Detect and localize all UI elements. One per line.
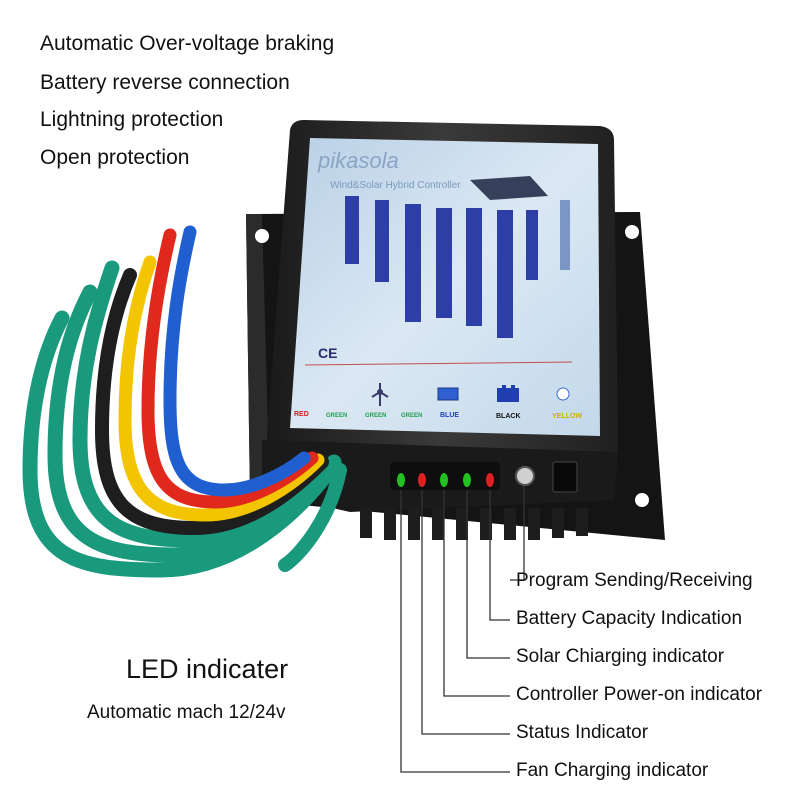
solar-charging-led — [463, 473, 471, 487]
callout-power-on: Controller Power-on indicator — [516, 684, 763, 705]
terminal-label-black: BLACK — [496, 413, 521, 420]
ce-mark: CE — [318, 345, 337, 361]
wire-black — [94, 268, 329, 536]
solar-panel-icon — [437, 387, 459, 401]
feature-lightning-protection: Lightning protection — [40, 108, 224, 131]
terminal-label-green-1: GREEN — [326, 413, 347, 419]
wire-green-inner — [72, 260, 342, 548]
feature-open-protection: Open protection — [40, 146, 190, 169]
callout-leader-lines — [400, 486, 525, 773]
led-indicator-title: LED indicater — [126, 654, 289, 684]
fan-charging-led — [397, 473, 405, 487]
leader-solar — [466, 490, 510, 659]
spec-strip — [497, 210, 513, 338]
terminal-label-red: RED — [294, 411, 309, 418]
wire-green-long — [278, 463, 347, 572]
mounting-hole — [625, 225, 639, 239]
leader-battery — [489, 490, 510, 621]
wire-blue — [163, 225, 311, 497]
callout-status: Status Indicator — [516, 722, 649, 743]
battery-capacity-led — [486, 473, 494, 487]
heatsink-fins — [360, 508, 588, 540]
spec-strip — [466, 208, 482, 326]
spec-strip — [560, 200, 570, 270]
terminal-label-yellow: YELLOW — [552, 413, 582, 420]
terminal-label-blue: BLUE — [440, 412, 459, 419]
program-port — [515, 466, 535, 486]
spec-strip — [526, 210, 538, 280]
status-led — [418, 473, 426, 487]
leader-program — [510, 486, 525, 581]
spec-strip — [345, 196, 359, 264]
feature-overvoltage-braking: Automatic Over-voltage braking — [40, 32, 335, 55]
leader-status — [421, 490, 510, 735]
terminal-label-green-3: GREEN — [401, 413, 422, 419]
callout-program: Program Sending/Receiving — [516, 570, 753, 591]
callout-fan-charging: Fan Charging indicator — [516, 760, 709, 781]
solar-array-graphic — [470, 176, 548, 200]
label-panel: pikasola Wind&Solar Hybrid Controller CE — [290, 138, 600, 436]
product-subtitle-logo: Wind&Solar Hybrid Controller — [330, 180, 461, 191]
leader-fan — [400, 490, 510, 773]
brand-logo: pikasola — [317, 148, 399, 173]
spec-strip — [436, 208, 452, 318]
led-row — [390, 461, 578, 493]
controller-power-on-led — [440, 473, 448, 487]
wind-turbine-icon — [371, 383, 389, 406]
spec-strip — [375, 200, 389, 282]
battery-icon — [497, 385, 519, 402]
terminal-label-green-2: GREEN — [365, 413, 386, 419]
feature-reverse-connection: Battery reverse connection — [40, 71, 290, 94]
rj-port — [552, 461, 578, 493]
callout-solar-charging: Solar Chiarging indicator — [516, 646, 725, 667]
bulb-icon — [556, 387, 570, 401]
mounting-hole — [635, 493, 649, 507]
mounting-hole — [255, 229, 269, 243]
callout-battery-capacity: Battery Capacity Indication — [516, 608, 743, 629]
wire-bundle — [22, 225, 347, 578]
led-indicator-subtitle: Automatic mach 12/24v — [87, 702, 286, 723]
leader-power — [443, 490, 510, 697]
wire-yellow — [118, 255, 325, 522]
wire-red — [141, 228, 319, 509]
spec-strip — [405, 204, 421, 322]
